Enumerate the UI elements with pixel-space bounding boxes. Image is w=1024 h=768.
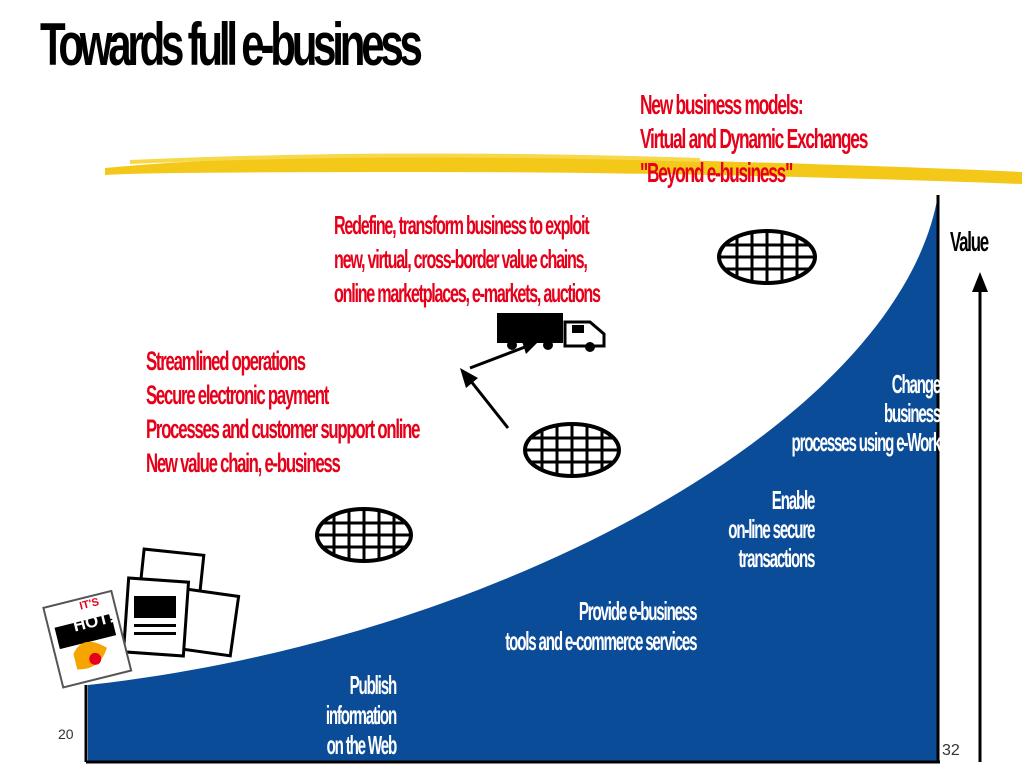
left-box-line: Processes and customer support online — [146, 414, 420, 444]
top-box: New business models: Virtual and Dynamic… — [640, 88, 868, 190]
left-box-line: New value chain, e-business — [146, 448, 341, 478]
top-box-line: Virtual and Dynamic Exchanges — [640, 123, 868, 154]
stage-line: transactions — [738, 543, 815, 573]
middle-box-line: Redefine, transform business to exploit — [334, 210, 590, 240]
truck-icon — [497, 313, 606, 352]
slide-number: 32 — [942, 742, 960, 759]
middle-box: Redefine, transform business to exploit … — [334, 208, 601, 310]
value-label: Value — [950, 226, 989, 257]
top-box-line: New business models: — [640, 89, 804, 120]
globe-icon — [315, 507, 413, 563]
stage-line: processes using e-Work — [791, 427, 941, 457]
documents-icon — [121, 547, 241, 658]
stage-line: Enable — [771, 485, 816, 515]
yellow-brush-stroke — [105, 155, 1022, 184]
stage-change: Change business processes using e-Work — [791, 369, 941, 457]
left-box-line: Streamlined operations — [146, 346, 306, 376]
stage-line: on the Web — [326, 730, 398, 760]
stage-line: on-line secure — [727, 514, 815, 544]
slide-title: Towards full e-business — [40, 11, 423, 78]
stage-line: Change — [891, 369, 941, 399]
stage-line: tools and e-commerce services — [505, 626, 697, 656]
stage-line: information — [325, 700, 397, 730]
left-box: Streamlined operations Secure electronic… — [146, 344, 420, 480]
stage-line: Provide e-business — [578, 596, 698, 626]
globe-icon — [523, 422, 621, 478]
left-box-line: Secure electronic payment — [146, 380, 329, 410]
middle-box-line: online marketplaces, e-markets, auctions — [334, 278, 601, 308]
top-box-line: "Beyond e-business" — [640, 157, 793, 188]
value-arrow — [972, 272, 988, 762]
stage-provide: Provide e-business tools and e-commerce … — [505, 596, 698, 656]
stage-publish: Publish information on the Web — [325, 670, 398, 760]
growth-curve-area — [88, 195, 938, 762]
globe-icon — [717, 229, 817, 285]
hot-badge-icon — [42, 589, 133, 689]
middle-box-line: new, virtual, cross-border value chains, — [334, 244, 588, 274]
stage-line: Publish — [349, 670, 398, 700]
footer-left-number: 20 — [58, 726, 74, 742]
progress-arrows — [460, 338, 537, 429]
stage-enable: Enable on-line secure transactions — [727, 485, 816, 573]
stage-line: business — [883, 398, 941, 428]
